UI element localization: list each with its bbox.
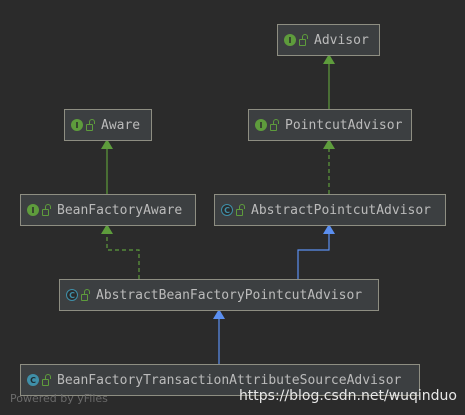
node-label: AbstractPointcutAdvisor — [251, 202, 432, 218]
lock-icon — [42, 373, 51, 386]
node-beanfactoryaware[interactable]: I BeanFactoryAware — [20, 194, 196, 226]
edge-abstractpointcutadvisor-pointcutadvisor — [323, 139, 335, 194]
node-label: Advisor — [314, 32, 369, 48]
edge-abstractbeanfactorypointcutadvisor-beanfactoryaware — [101, 224, 140, 279]
node-label: Aware — [101, 117, 141, 133]
node-label: BeanFactoryTransactionAttributeSourceAdv… — [57, 372, 402, 388]
node-label: PointcutAdvisor — [285, 117, 403, 133]
lock-icon — [299, 33, 308, 46]
node-label: BeanFactoryAware — [57, 202, 183, 218]
class-icon: C — [27, 374, 39, 386]
interface-icon: I — [255, 119, 267, 131]
lock-icon — [42, 203, 51, 216]
source-url-watermark: https://blog.csdn.net/wuqinduo — [238, 388, 457, 404]
interface-icon: I — [27, 204, 39, 216]
lock-icon — [86, 118, 95, 131]
yfiles-watermark: Powered by yFiles — [10, 392, 108, 405]
interface-icon: I — [284, 34, 296, 46]
interface-icon: I — [71, 119, 83, 131]
edge-pointcutadvisor-advisor — [323, 54, 335, 110]
node-aware[interactable]: I Aware — [64, 109, 152, 141]
lock-icon — [81, 288, 90, 301]
abstract-class-icon: C — [66, 289, 78, 301]
edge-beanfactoryaware-aware — [101, 139, 113, 194]
node-pointcutadvisor[interactable]: I PointcutAdvisor — [248, 109, 412, 141]
abstract-class-icon: C — [221, 204, 233, 216]
lock-icon — [270, 118, 279, 131]
edge-beanfactorytransactionattributesourceadvisor-abstractbeanfactorypointcutadvisor — [213, 309, 225, 364]
node-abstractbeanfactorypointcutadvisor[interactable]: C AbstractBeanFactoryPointcutAdvisor — [59, 279, 379, 311]
node-beanfactorytransactionattributesourceadvisor[interactable]: C BeanFactoryTransactionAttributeSourceA… — [20, 364, 420, 396]
edge-abstractbeanfactorypointcutadvisor-abstractpointcutadvisor — [297, 224, 335, 279]
node-label: AbstractBeanFactoryPointcutAdvisor — [96, 287, 363, 303]
lock-icon — [236, 203, 245, 216]
node-advisor[interactable]: I Advisor — [277, 24, 380, 56]
node-abstractpointcutadvisor[interactable]: C AbstractPointcutAdvisor — [214, 194, 446, 226]
